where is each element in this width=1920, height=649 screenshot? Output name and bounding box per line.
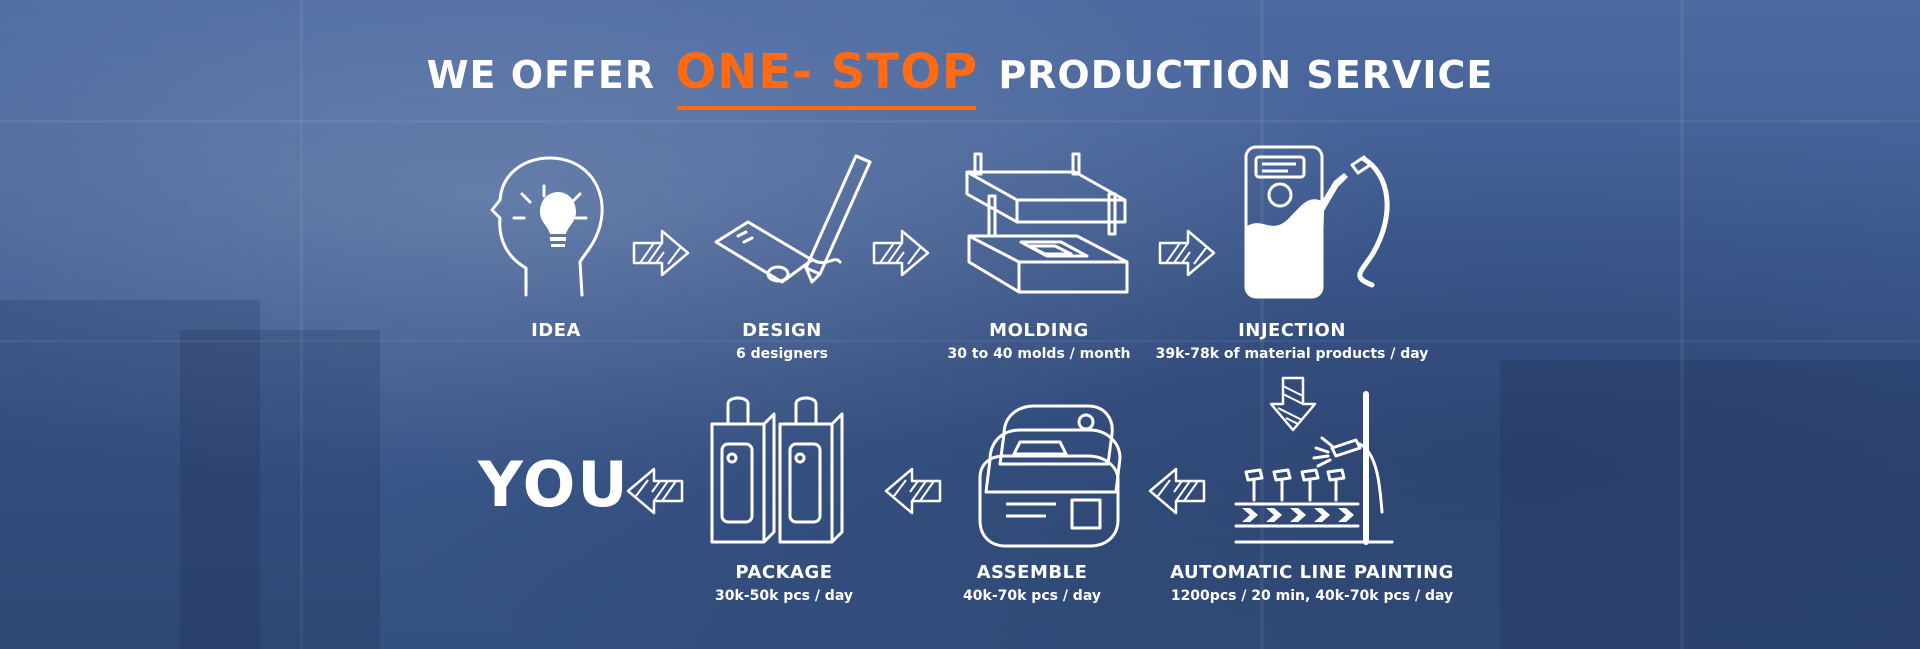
arrow-left-icon	[884, 467, 942, 515]
package-boxes-icon	[710, 396, 844, 544]
bg-beam-1	[0, 120, 1920, 123]
bg-machine-left	[0, 300, 260, 649]
assembled-cases-icon	[978, 404, 1122, 548]
package-label: PACKAGE	[735, 562, 833, 583]
bg-pillar-2	[1680, 0, 1684, 649]
title-prefix: WE OFFER	[426, 53, 656, 97]
phone-case-pencil-icon	[714, 154, 872, 284]
bg-machine-mid	[180, 330, 380, 649]
injection-label: INJECTION	[1238, 320, 1346, 341]
bg-pillar-1	[1260, 0, 1264, 649]
you-label: YOU	[478, 448, 630, 521]
injection-icon	[1244, 145, 1390, 299]
head-lightbulb-icon	[490, 156, 604, 297]
painting-detail: 1200pcs / 20 min, 40k-70k pcs / day	[1170, 588, 1454, 604]
design-detail: 6 designers	[736, 346, 828, 362]
title-highlight: ONE- STOP	[675, 44, 979, 110]
arrow-right-icon	[872, 229, 930, 277]
package-detail: 30k-50k pcs / day	[715, 588, 853, 604]
assemble-detail: 40k-70k pcs / day	[963, 588, 1101, 604]
molding-label: MOLDING	[989, 320, 1089, 341]
bg-pillar-3	[300, 0, 303, 649]
idea-label: IDEA	[531, 320, 581, 341]
painting-line-icon	[1234, 391, 1394, 545]
painting-label: AUTOMATIC LINE PAINTING	[1170, 562, 1454, 583]
arrow-right-icon	[1158, 229, 1216, 277]
arrow-left-icon	[1148, 467, 1206, 515]
bg-shelf-right	[1500, 360, 1920, 649]
title-suffix: PRODUCTION SERVICE	[998, 53, 1494, 97]
page-title: WE OFFER ONE- STOP PRODUCTION SERVICE	[0, 44, 1920, 110]
bg-beam-2	[0, 340, 1920, 342]
arrow-left-icon	[626, 467, 684, 515]
mold-icon	[965, 152, 1129, 294]
assemble-label: ASSEMBLE	[976, 562, 1088, 583]
arrow-down-icon	[1269, 376, 1317, 432]
arrow-right-icon	[632, 229, 690, 277]
molding-detail: 30 to 40 molds / month	[947, 346, 1131, 362]
design-label: DESIGN	[742, 320, 822, 341]
injection-detail: 39k-78k of material products / day	[1155, 346, 1429, 362]
